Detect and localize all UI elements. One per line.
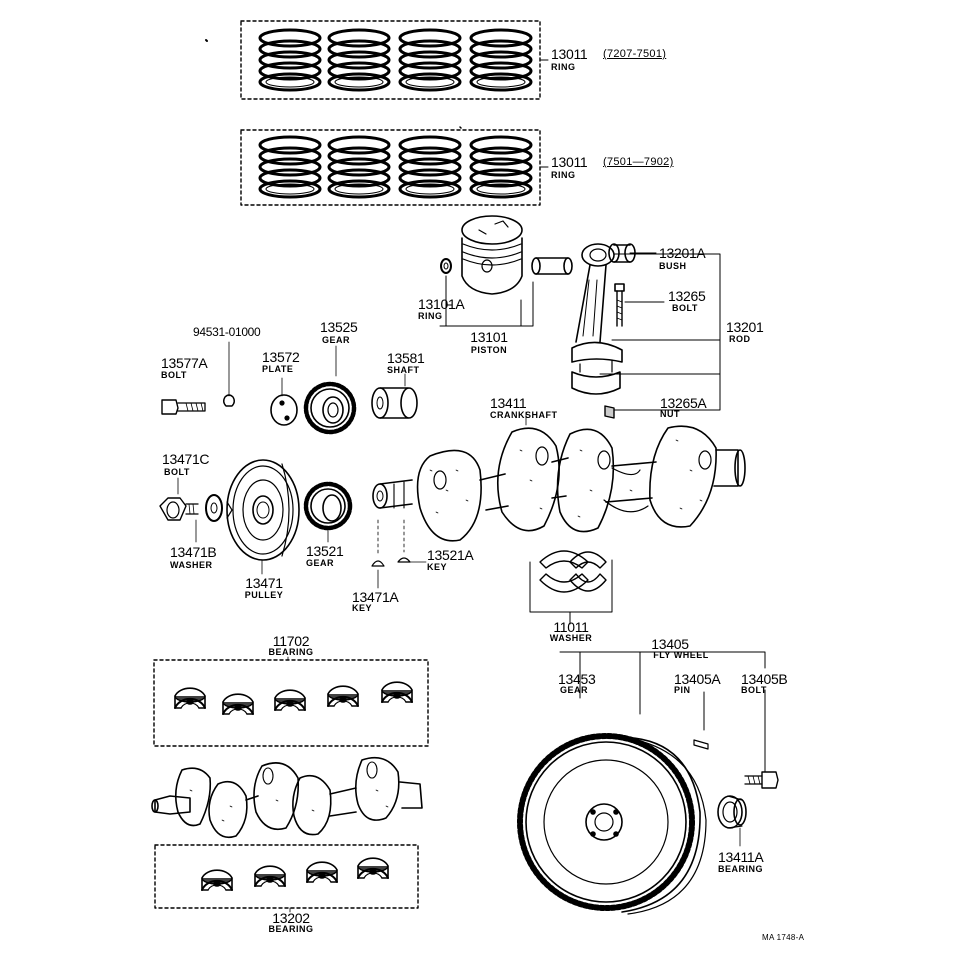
thrust-washer-number: 11011 — [553, 619, 589, 635]
front-bolt-number: 13577A — [161, 355, 208, 371]
flywheel-bolt-drawing — [744, 771, 779, 789]
pulley-name: PULLEY — [244, 590, 284, 600]
rod-bolt-drawing — [614, 283, 625, 327]
connecting-rod-drawing — [571, 243, 623, 395]
timing-gear-name: GEAR — [322, 335, 351, 345]
piston-pin-drawing — [531, 257, 573, 275]
snap-ring-drawing — [440, 258, 452, 274]
ring-set-2-range: (7501—7902) — [603, 156, 674, 168]
thrust-washer-drawing — [529, 550, 613, 625]
front-bolt-name: BOLT — [161, 370, 187, 380]
main-bearing-name: BEARING — [268, 647, 314, 657]
rod-number: 13201 — [726, 319, 764, 335]
rod-name: ROD — [729, 334, 751, 344]
plate-name: PLATE — [262, 364, 294, 374]
flywheel-name: FLY WHEEL — [653, 650, 709, 660]
ring-gear-number: 13453 — [558, 671, 596, 687]
crank-key-1-name: KEY — [427, 562, 448, 572]
pulley-bolt-name: BOLT — [164, 467, 190, 477]
ring-set-1-drawing — [240, 20, 541, 100]
timing-gear-drawing — [303, 345, 357, 435]
shaft-name: SHAFT — [387, 365, 420, 375]
piston-number: 13101 — [470, 329, 508, 345]
bush-name: BUSH — [659, 261, 687, 271]
pulley-washer-number: 13471B — [170, 544, 217, 560]
timing-gear-number: 13525 — [320, 319, 358, 335]
thrust-washer-name: WASHER — [549, 633, 593, 643]
keys-drawing — [371, 519, 427, 589]
piston-drawing — [461, 215, 523, 295]
flywheel-bolt-number: 13405B — [741, 671, 788, 687]
pulley-washer-name: WASHER — [170, 560, 213, 570]
pulley-bolt-number: 13471C — [162, 451, 210, 467]
nut-number: 13265A — [660, 395, 707, 411]
ring-gear-name: GEAR — [560, 685, 589, 695]
rod-bolt-name: BOLT — [672, 303, 698, 313]
lower-crankshaft-drawing — [151, 756, 423, 839]
front-bolt-drawing — [161, 399, 206, 415]
rod-bearing-set-drawing — [154, 844, 419, 913]
nut-name: NUT — [660, 409, 680, 419]
flywheel-number: 13405 — [651, 636, 689, 652]
ring-set-1-name: RING — [551, 62, 576, 72]
plate-drawing — [270, 377, 298, 426]
piston-ring-number: 13101A — [418, 296, 465, 312]
flywheel-bolt-name: BOLT — [741, 685, 767, 695]
figure-reference: MA 1748-A — [762, 933, 805, 942]
rod-bearing-name: BEARING — [268, 924, 314, 934]
pulley-bolt-drawing — [159, 477, 199, 521]
shaft-number: 13581 — [387, 350, 425, 366]
main-bearing-set-drawing — [153, 656, 429, 747]
crankshaft-number: 13411 — [490, 395, 527, 411]
plate-number: 13572 — [262, 349, 300, 365]
shaft-drawing — [371, 373, 418, 419]
crankshaft-drawing — [372, 425, 746, 542]
ring-set-2-drawing — [240, 129, 541, 206]
crank-key-2-number: 13471A — [352, 589, 399, 605]
piston-ring-name: RING — [418, 311, 443, 321]
ring-set-2-number: 13011 — [551, 154, 588, 170]
pulley-drawing — [226, 459, 300, 575]
crank-gear-drawing — [303, 481, 353, 543]
bush-number: 13201A — [659, 245, 706, 261]
rod-bushing-drawing — [608, 243, 636, 263]
main-bearing-number: 11702 — [272, 633, 310, 649]
lock-bolt-drawing — [223, 341, 235, 407]
lock-bolt-number: 94531-01000 — [193, 325, 261, 339]
rod-bearing-number: 13202 — [272, 910, 310, 926]
flywheel-drawing — [517, 651, 766, 915]
piston-name: PISTON — [470, 345, 508, 355]
flywheel-pin-drawing — [693, 739, 709, 750]
crank-gear-name: GEAR — [306, 558, 335, 568]
crank-gear-number: 13521 — [306, 543, 344, 559]
ring-set-2-name: RING — [551, 170, 576, 180]
flywheel-pin-name: PIN — [674, 685, 691, 695]
ring-set-1-number: 13011 — [551, 46, 588, 62]
flywheel-pin-number: 13405A — [674, 671, 721, 687]
pilot-bearing-number: 13411A — [718, 849, 764, 865]
pulley-washer-drawing — [195, 494, 223, 543]
rod-bolt-number: 13265 — [668, 288, 706, 304]
ring-set-1-range: (7207-7501) — [603, 48, 667, 60]
crankshaft-name: CRANKSHAFT — [490, 410, 558, 420]
pilot-bearing-name: BEARING — [718, 864, 764, 874]
crank-key-1-number: 13521A — [427, 547, 474, 563]
crank-key-2-name: KEY — [352, 603, 373, 613]
pulley-number: 13471 — [245, 575, 283, 591]
rod-nut-drawing — [604, 405, 615, 419]
pilot-bearing-drawing — [717, 795, 747, 847]
